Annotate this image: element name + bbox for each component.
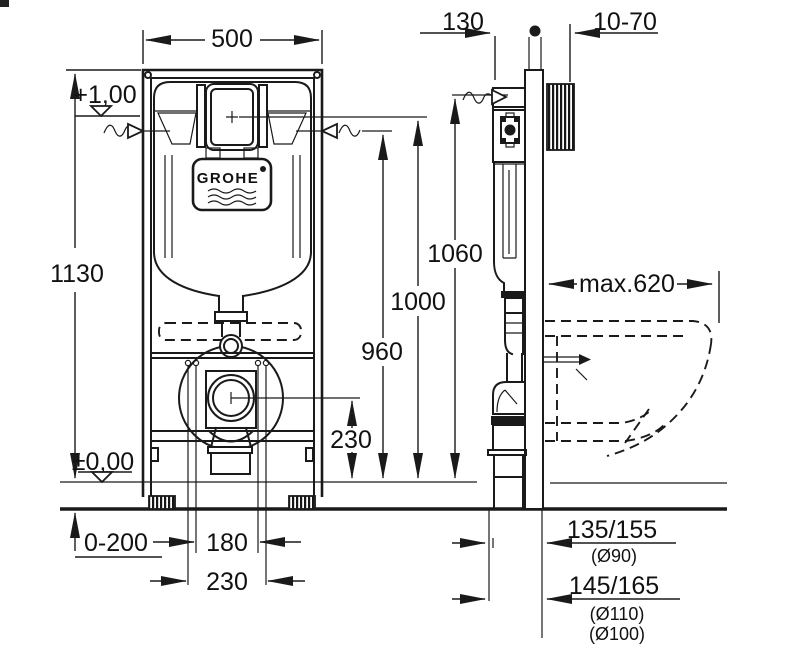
- brand-label: GROHE: [197, 170, 260, 187]
- dim-height-960: 960: [361, 338, 403, 366]
- drain-outlet: [205, 370, 257, 475]
- gasket-band: [501, 291, 525, 298]
- dim-outlet-a-dia: (Ø90): [591, 546, 637, 566]
- pan-bolt: [543, 354, 591, 381]
- floor-triangle-icon: [89, 471, 115, 484]
- cistern: [152, 81, 313, 337]
- leg-clamp-left: [150, 447, 159, 462]
- level-upper: +1,00: [73, 81, 136, 109]
- gasket-band-2: [491, 416, 526, 425]
- foot-left: [148, 495, 176, 510]
- level-triangle-icon: [88, 105, 114, 118]
- dim-outlet-b-dia2: (Ø100): [589, 624, 645, 644]
- dim-frame-depth: 130: [442, 8, 484, 36]
- pan-rails: [150, 352, 315, 585]
- brand-plate: GROHE: [191, 157, 273, 212]
- threaded-rods: [187, 366, 267, 585]
- dim-outlet-b-dia1: (Ø110): [590, 604, 645, 624]
- wave-icon: [207, 188, 257, 194]
- leg-clamp-right: [305, 447, 314, 462]
- supply-arrow-left: [103, 122, 170, 140]
- registered-mark-icon: [260, 166, 266, 172]
- drain-elbow: [492, 381, 526, 415]
- wall-rail: [524, 69, 544, 510]
- dim-rod-spacing-outer: 230: [206, 568, 248, 596]
- anchor-dot-icon: [529, 25, 541, 37]
- outlet-centerline: [488, 509, 494, 601]
- bracket-box: [492, 109, 526, 163]
- water-pocket-left: [157, 112, 197, 145]
- center-cross: [226, 111, 238, 123]
- dim-drain-height: 230: [330, 426, 372, 454]
- water-pocket-right: [267, 112, 307, 145]
- foot-right: [288, 495, 316, 510]
- dim-frame-height: 1130: [50, 260, 104, 288]
- dim-wall-distance: 10-70: [593, 8, 657, 36]
- wall-anchor-block: [546, 83, 575, 151]
- frame: [141, 68, 324, 510]
- front-view: GROHE: [60, 68, 727, 585]
- dim-height-1060: 1060: [427, 240, 483, 268]
- wc-bowl-outline: [545, 320, 713, 457]
- dim-floor-adjust: 0-200: [84, 529, 148, 557]
- dim-frame-width: 500: [211, 25, 253, 53]
- side-cistern-profile: [487, 87, 527, 509]
- side-view: [487, 25, 713, 638]
- dim-height-1000: 1000: [390, 288, 446, 316]
- supply-arrow-right: [296, 122, 392, 140]
- dim-rod-spacing-inner: 180: [206, 529, 248, 557]
- dim-bowl-depth: max.620: [579, 270, 675, 298]
- scan-artifact: [0, 0, 9, 7]
- supply-arrow-side: [462, 88, 509, 106]
- dim-outlet-a: 135/155: [567, 516, 657, 544]
- dim-outlet-b: 145/165: [569, 572, 659, 600]
- dimensions: 500 1130 +1,00 ±0,00 0-200: [50, 8, 720, 644]
